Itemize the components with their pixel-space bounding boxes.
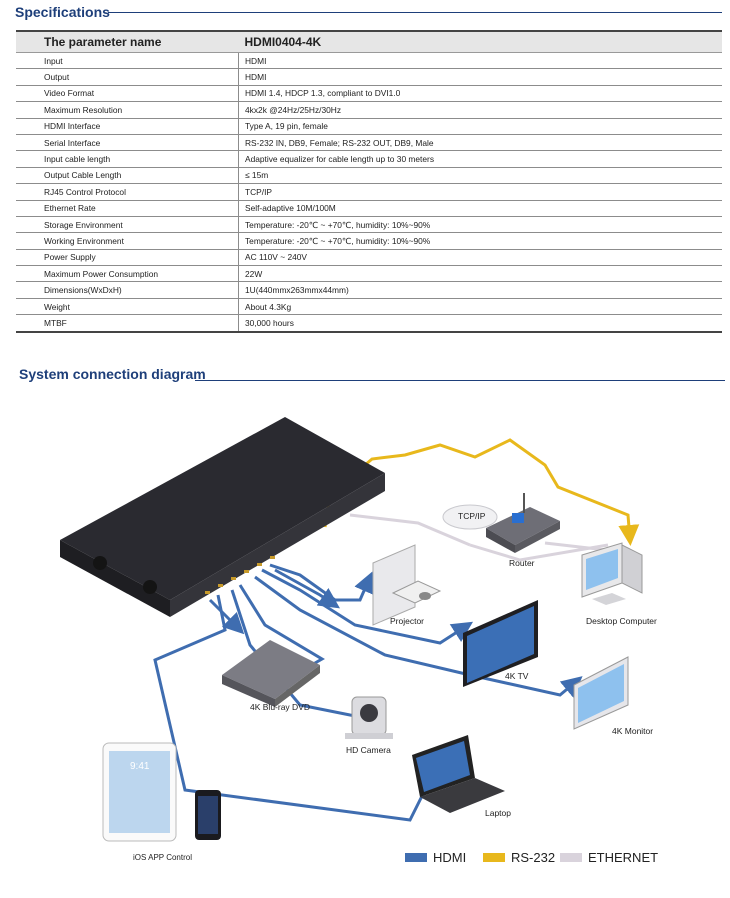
header-model: HDMI0404-4K [238,30,722,53]
spec-param-value: Self-adaptive 10M/100M [238,200,722,217]
hdmi-cables [153,563,583,822]
spec-param-value: ≤ 15m [238,167,722,185]
spec-param-value: HDMI [238,52,722,70]
legend-swatch [560,853,582,862]
desktop-label: Desktop Computer [586,616,657,626]
spec-param-name: Power Supply [16,249,239,267]
spec-param-name: Serial Interface [16,134,239,152]
ethernet-cables [349,513,609,562]
system-diagram: Router TCP/IP Desktop Computer Projector… [60,417,658,865]
tcpip-label: TCP/IP [458,511,486,521]
spec-param-value: About 4.3Kg [238,298,722,316]
spec-param-name: Working Environment [16,232,239,250]
legend-label: ETHERNET [588,850,658,865]
spec-param-value: 30,000 hours [238,314,722,333]
router-label: Router [509,558,535,568]
specifications-rule [108,12,722,13]
spec-param-name: Maximum Power Consumption [16,265,239,283]
spec-param-name: Dimensions(WxDxH) [16,281,239,299]
camera-icon [345,696,393,739]
spec-param-value: Temperature: -20℃ ~ +70℃, humidity: 10%~… [238,232,722,250]
ios-label: iOS APP Control [133,853,192,862]
spec-param-name: HDMI Interface [16,118,239,135]
legend: HDMI RS-232 ETHERNET [405,850,658,865]
monitor-label: 4K Monitor [612,726,653,736]
spec-param-value: HDMI 1.4, HDCP 1.3, compliant to DVI1.0 [238,85,722,103]
spec-param-name: Output [16,68,239,86]
legend-label: HDMI [433,850,466,865]
spec-param-name: Storage Environment [16,216,239,234]
specifications-title: Specifications [15,4,110,20]
router-icon [486,493,560,553]
camera-label: HD Camera [346,745,391,755]
spec-param-name: Video Format [16,85,239,103]
tcpip-cloud-icon [442,504,498,530]
tv-label: 4K TV [505,671,529,681]
spec-param-value: TCP/IP [238,183,722,201]
spec-param-name: Weight [16,298,239,316]
spec-header-row: The parameter name HDMI0404-4K [16,30,722,53]
spec-param-value: Temperature: -20℃ ~ +70℃, humidity: 10%~… [238,216,722,234]
tv-icon [463,600,538,687]
projector-label: Projector [390,616,424,626]
spec-param-name: Maximum Resolution [16,101,239,119]
spec-param-value: 22W [238,265,722,283]
legend-swatch [405,853,427,862]
legend-swatch [483,853,505,862]
spec-param-value: Type A, 19 pin, female [238,118,722,135]
spec-param-name: Input cable length [16,150,239,168]
desktop-computer-icon [581,542,643,605]
spec-param-value: RS-232 IN, DB9, Female; RS-232 OUT, DB9,… [238,134,722,152]
spec-param-name: Ethernet Rate [16,200,239,217]
legend-label: RS-232 [511,850,555,865]
spec-row: Dimensions(WxDxH)1U(440mmx263mmx44mm) [16,281,722,299]
spec-param-name: MTBF [16,314,239,333]
spec-row: Output Cable Length≤ 15m [16,167,722,185]
spec-param-value: 1U(440mmx263mmx44mm) [238,281,722,299]
ipad-time: 9:41 [130,761,150,772]
bluray-player-icon [222,640,320,707]
spec-param-name: Input [16,52,239,70]
diagram-title: System connection diagram [19,366,206,382]
bluray-label: 4K Blu-ray DVD [250,702,310,712]
monitor-icon [573,656,629,730]
ipad-icon [102,742,177,842]
spec-param-value: Adaptive equalizer for cable length up t… [238,150,722,168]
spec-param-value: HDMI [238,68,722,86]
projector-icon [372,544,442,626]
spec-param-value: AC 110V ~ 240V [238,249,722,267]
matrix-switcher [60,417,385,617]
spec-param-name: Output Cable Length [16,167,239,185]
spec-param-value: 4kx2k @24Hz/25Hz/30Hz [238,101,722,119]
diagram-rule [195,380,725,381]
iphone-icon [195,790,221,840]
spec-param-name: RJ45 Control Protocol [16,183,239,201]
laptop-label: Laptop [485,808,511,818]
laptop-icon [412,735,505,813]
header-param: The parameter name [16,30,239,53]
